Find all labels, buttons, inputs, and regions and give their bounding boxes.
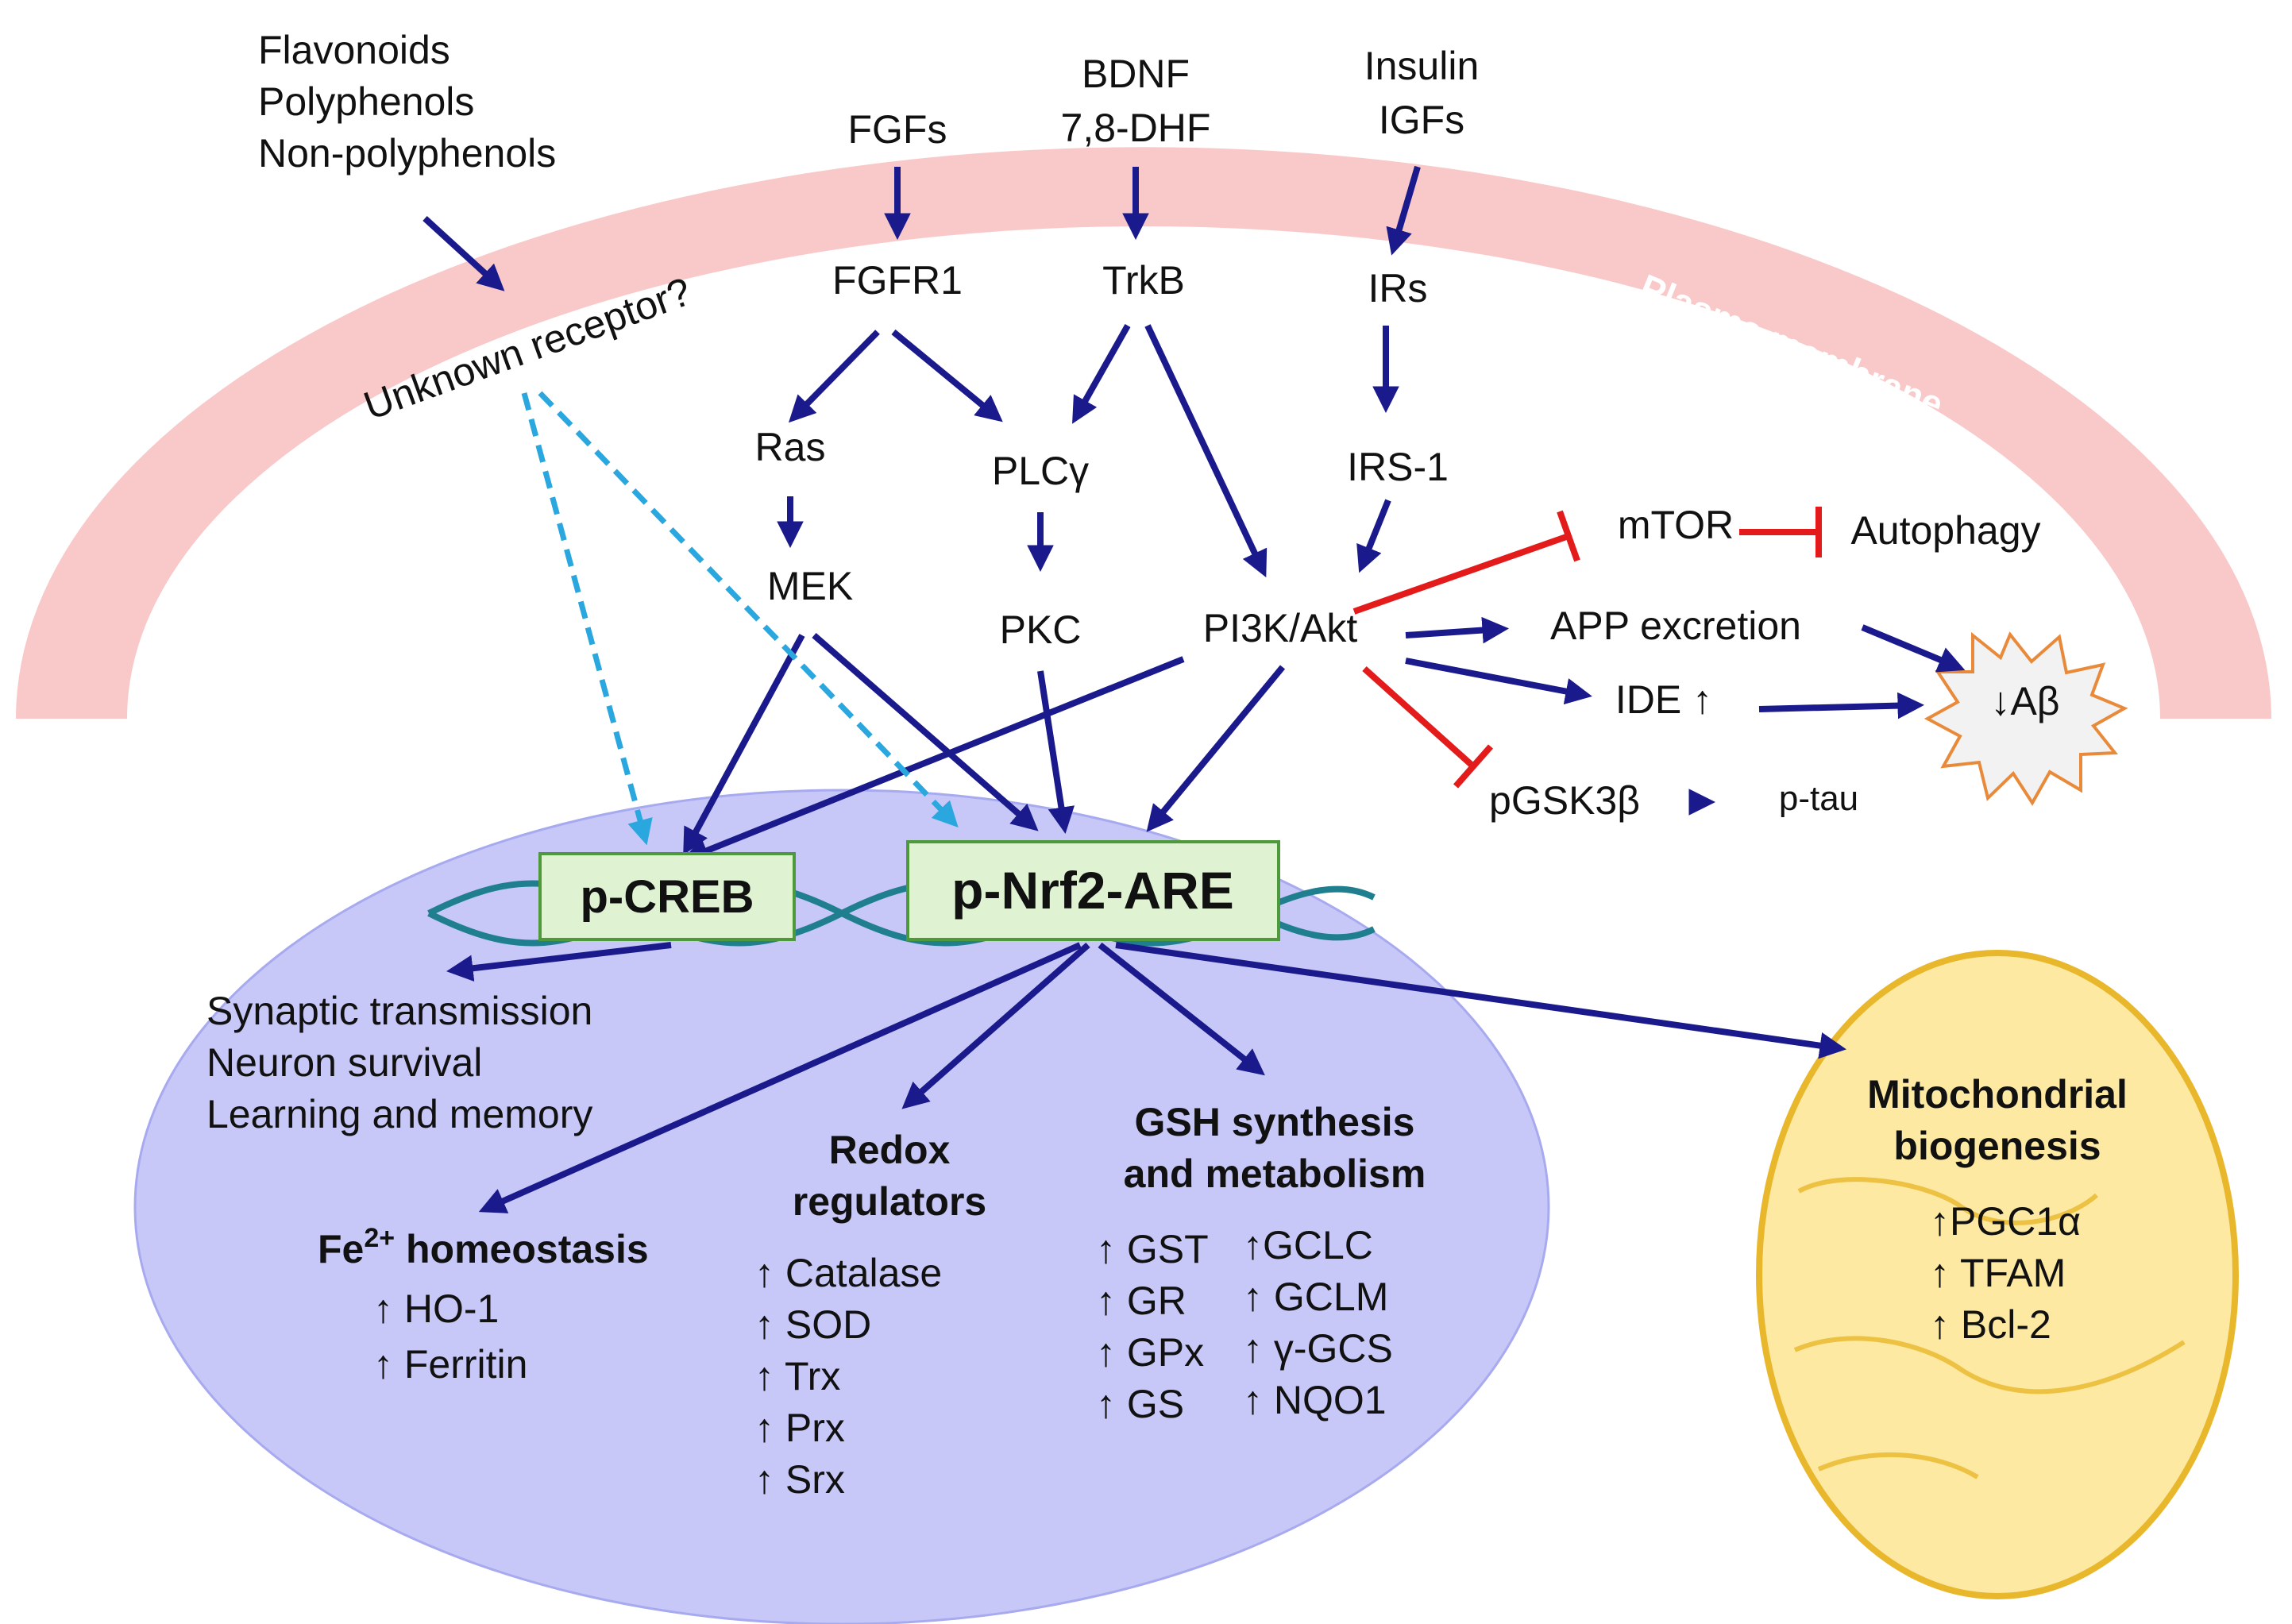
node-irs1: IRS-1 xyxy=(1347,445,1449,489)
node-autophagy: Autophagy xyxy=(1850,508,2040,553)
node-ptau: p-tau xyxy=(1779,779,1858,818)
mito-title-line2: biogenesis xyxy=(1893,1124,2101,1168)
redox-title-line1: Redox xyxy=(829,1128,951,1172)
node-mek: MEK xyxy=(767,564,853,608)
redox-item-prx: ↑ Prx xyxy=(754,1406,845,1450)
mito-item-tfam: ↑ TFAM xyxy=(1930,1251,2066,1295)
mito-item-pgc1a: ↑PGC1α xyxy=(1930,1199,2081,1244)
node-mtor: mTOR xyxy=(1618,503,1734,547)
fe-item-ho1: ↑ HO-1 xyxy=(373,1286,499,1331)
gsh-item-gclm: ↑ GCLM xyxy=(1243,1275,1388,1319)
mitochondrion-cristae xyxy=(1793,1177,2186,1479)
redox-item-sod: ↑ SOD xyxy=(754,1302,871,1347)
fe-item-ferritin: ↑ Ferritin xyxy=(373,1342,527,1387)
creb-box xyxy=(538,852,796,941)
gsh-item-gpx: ↑ GPx xyxy=(1096,1330,1204,1375)
ligand-78dhf: 7,8-DHF xyxy=(1061,106,1211,150)
activation-arrows xyxy=(423,165,1966,1213)
ligand-insulin: Insulin xyxy=(1364,44,1480,88)
mito-title-line1: Mitochondrial xyxy=(1867,1072,2128,1117)
nrf2-label: p-Nrf2-ARE xyxy=(951,861,1234,920)
creb-output-learning: Learning and memory xyxy=(206,1092,592,1136)
mitochondrion xyxy=(1756,950,2239,1599)
node-pgsk3b: pGSK3β xyxy=(1489,778,1640,823)
creb-label: p-CREB xyxy=(580,871,754,923)
gsh-item-gr: ↑ GR xyxy=(1096,1279,1187,1323)
dashed-arrows xyxy=(521,391,959,846)
receptor-fgfr1: FGFR1 xyxy=(832,258,963,303)
fe-homeostasis-title: Fe2+ homeostasis xyxy=(318,1223,649,1271)
inhibition-lines xyxy=(1352,507,1822,789)
redox-item-catalase: ↑ Catalase xyxy=(754,1251,942,1295)
ligand-bdnf: BDNF xyxy=(1082,52,1190,96)
receptor-trkb: TrkB xyxy=(1102,258,1185,303)
ligand-igfs: IGFs xyxy=(1379,98,1464,142)
node-ras: Ras xyxy=(755,425,826,469)
gsh-item-nqo1: ↑ NQO1 xyxy=(1243,1378,1387,1422)
redox-item-srx: ↑ Srx xyxy=(754,1457,845,1502)
gsh-title-line1: GSH synthesis xyxy=(1135,1100,1415,1144)
node-plcg: PLCγ xyxy=(992,449,1089,493)
ligand-flavonoids: Flavonoids xyxy=(258,28,450,72)
gsh-item-gclc: ↑GCLC xyxy=(1243,1223,1373,1267)
creb-output-synaptic: Synaptic transmission xyxy=(206,989,592,1033)
node-pi3k-akt: PI3K/Akt xyxy=(1203,606,1358,650)
ligand-polyphenols: Polyphenols xyxy=(258,79,474,124)
mito-item-bcl2: ↑ Bcl-2 xyxy=(1930,1302,2051,1347)
gsh-item-gst: ↑ GST xyxy=(1096,1227,1209,1271)
nucleus xyxy=(133,789,1550,1624)
ligand-fgfs: FGFs xyxy=(848,107,947,152)
redox-item-trx: ↑ Trx xyxy=(754,1354,840,1398)
redox-title-line2: regulators xyxy=(793,1179,987,1224)
plasma-membrane xyxy=(16,147,2271,719)
creb-output-neuron-survival: Neuron survival xyxy=(206,1040,482,1085)
ligand-non-polyphenols: Non-polyphenols xyxy=(258,131,556,176)
nrf2-box xyxy=(906,840,1280,941)
gsh-item-gs: ↑ GS xyxy=(1096,1382,1184,1426)
node-abeta: ↓Aβ xyxy=(1990,679,2059,723)
receptor-irs: IRs xyxy=(1368,266,1428,311)
gsh-title-line2: and metabolism xyxy=(1124,1151,1426,1196)
node-app-excretion: APP excretion xyxy=(1550,604,1801,648)
node-pkc: PKC xyxy=(1000,608,1082,652)
gsh-item-ggcs: ↑ γ-GCS xyxy=(1243,1326,1393,1371)
node-ide: IDE ↑ xyxy=(1615,677,1712,722)
